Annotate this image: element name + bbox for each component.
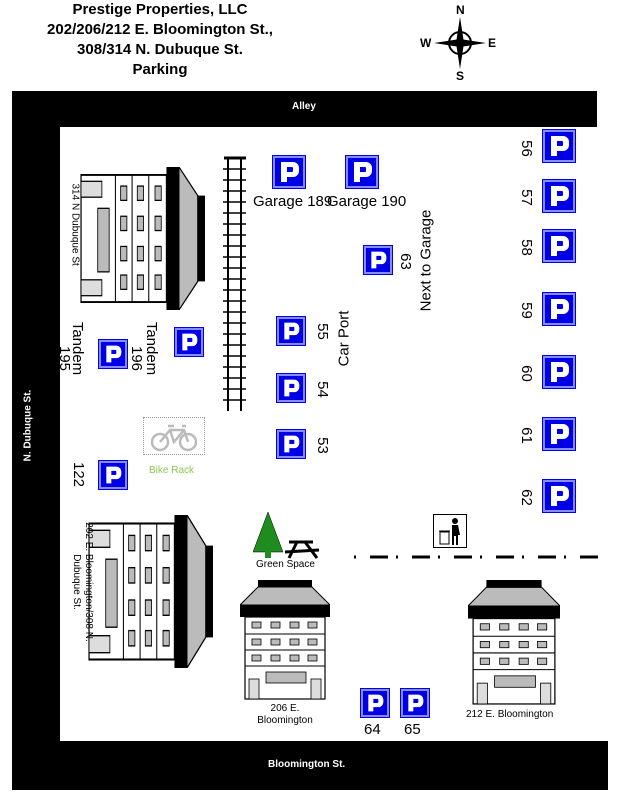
parking-label-s122: 122 bbox=[70, 461, 88, 488]
alley bbox=[12, 91, 597, 127]
parking-spot-58 bbox=[542, 229, 576, 263]
parking-spot-54 bbox=[276, 373, 306, 403]
parking-icon bbox=[405, 693, 425, 713]
parking-label-s59: 59 bbox=[517, 302, 535, 319]
parking-icon bbox=[365, 693, 385, 713]
parking-spot-garage-190 bbox=[345, 155, 379, 189]
alley-label: Alley bbox=[292, 101, 316, 112]
parking-spot-tandem-195 bbox=[98, 339, 128, 369]
parking-spot-55 bbox=[276, 316, 306, 346]
page-title: Prestige Properties, LLC 202/206/212 E. … bbox=[47, 1, 273, 78]
parking-label-s61: 61 bbox=[517, 427, 535, 444]
parking-label-s55: 55 bbox=[313, 323, 331, 340]
parking-spot-63 bbox=[363, 245, 393, 275]
parking-icon bbox=[547, 234, 571, 258]
compass-s: S bbox=[456, 69, 465, 83]
compass-rose: N S E W bbox=[420, 3, 500, 83]
parking-icon bbox=[547, 184, 571, 208]
parking-spot-59 bbox=[542, 292, 576, 326]
picnic-table-icon bbox=[284, 540, 320, 559]
compass-icon bbox=[434, 17, 486, 69]
parking-spot-garage-189 bbox=[272, 155, 306, 189]
bike-rack bbox=[143, 417, 205, 455]
building-202-label: 202 E. Bloomington/308 N. Dubuque St. bbox=[71, 522, 94, 642]
green-space bbox=[253, 512, 320, 559]
bloomington-street bbox=[12, 741, 608, 790]
building-314-label: 314 N Dubuque St bbox=[69, 183, 81, 266]
parking-icon bbox=[281, 434, 301, 454]
building-206-label: 206 E.Bloomington bbox=[257, 703, 313, 726]
parking-spot-56 bbox=[542, 129, 576, 163]
parking-label-s63: 63 bbox=[396, 253, 414, 270]
parking-label-s57: 57 bbox=[517, 189, 535, 206]
parking-icon bbox=[547, 297, 571, 321]
parking-icon bbox=[368, 250, 388, 270]
parking-label-s64: 64 bbox=[364, 721, 381, 738]
parking-icon bbox=[281, 321, 301, 341]
parking-label-g189: Garage 189 bbox=[253, 193, 333, 210]
parking-label-s62: 62 bbox=[517, 489, 535, 506]
parking-label-s54: 54 bbox=[313, 381, 331, 398]
parking-label-s56: 56 bbox=[517, 140, 535, 157]
parking-label-car_port: Car Port bbox=[335, 310, 353, 367]
parking-label-s58: 58 bbox=[517, 239, 535, 256]
parking-icon bbox=[547, 360, 571, 384]
trash-can-icon bbox=[433, 514, 467, 548]
parking-spot-62 bbox=[542, 479, 576, 513]
parking-label-g190: Garage 190 bbox=[327, 193, 407, 210]
parking-icon bbox=[547, 422, 571, 446]
parking-spot-64 bbox=[360, 688, 390, 718]
parking-icon bbox=[350, 160, 374, 184]
parking-icon bbox=[547, 134, 571, 158]
parking-icon bbox=[179, 332, 199, 352]
parking-label-n195: 195 bbox=[56, 345, 74, 372]
parking-icon bbox=[277, 160, 301, 184]
bike-rack-label: Bike Rack bbox=[149, 465, 195, 476]
compass-e: E bbox=[488, 36, 497, 50]
parking-label-next_to_garage: Next to Garage bbox=[417, 209, 435, 312]
building-206-e-bloomington bbox=[240, 580, 330, 700]
parking-spot-60 bbox=[542, 355, 576, 389]
dashed-boundary bbox=[354, 555, 598, 559]
compass-n: N bbox=[456, 3, 465, 17]
parking-spot-57 bbox=[542, 179, 576, 213]
parking-label-s60: 60 bbox=[517, 365, 535, 382]
parking-label-n196: 196 bbox=[128, 345, 146, 372]
parking-icon bbox=[281, 378, 301, 398]
parking-spot-53 bbox=[276, 429, 306, 459]
parking-spot-61 bbox=[542, 417, 576, 451]
railroad-track bbox=[223, 156, 246, 411]
parking-spot-122 bbox=[98, 460, 128, 490]
bloomington-street-label: Bloomington St. bbox=[268, 759, 346, 770]
building-212-label: 212 E. Bloomington bbox=[466, 709, 554, 720]
building-314-n-dubuque bbox=[80, 167, 205, 310]
building-212-e-bloomington bbox=[468, 580, 560, 705]
parking-icon bbox=[103, 465, 123, 485]
parking-label-s53: 53 bbox=[313, 437, 331, 454]
parking-spot-65 bbox=[400, 688, 430, 718]
parking-label-tandem196: Tandem bbox=[143, 321, 161, 376]
green-space-label: Green Space bbox=[256, 559, 315, 570]
parking-label-s65: 65 bbox=[404, 721, 421, 738]
parking-spot-tandem-196 bbox=[174, 327, 204, 357]
compass-w: W bbox=[420, 36, 432, 50]
n-dubuque-street bbox=[12, 91, 60, 761]
building-202-e-bloomington bbox=[88, 515, 213, 668]
tree-icon bbox=[253, 512, 284, 558]
n-dubuque-street-label: N. Dubuque St. bbox=[22, 389, 34, 462]
parking-icon bbox=[547, 484, 571, 508]
bicycle-icon bbox=[150, 424, 198, 452]
parking-icon bbox=[103, 344, 123, 364]
